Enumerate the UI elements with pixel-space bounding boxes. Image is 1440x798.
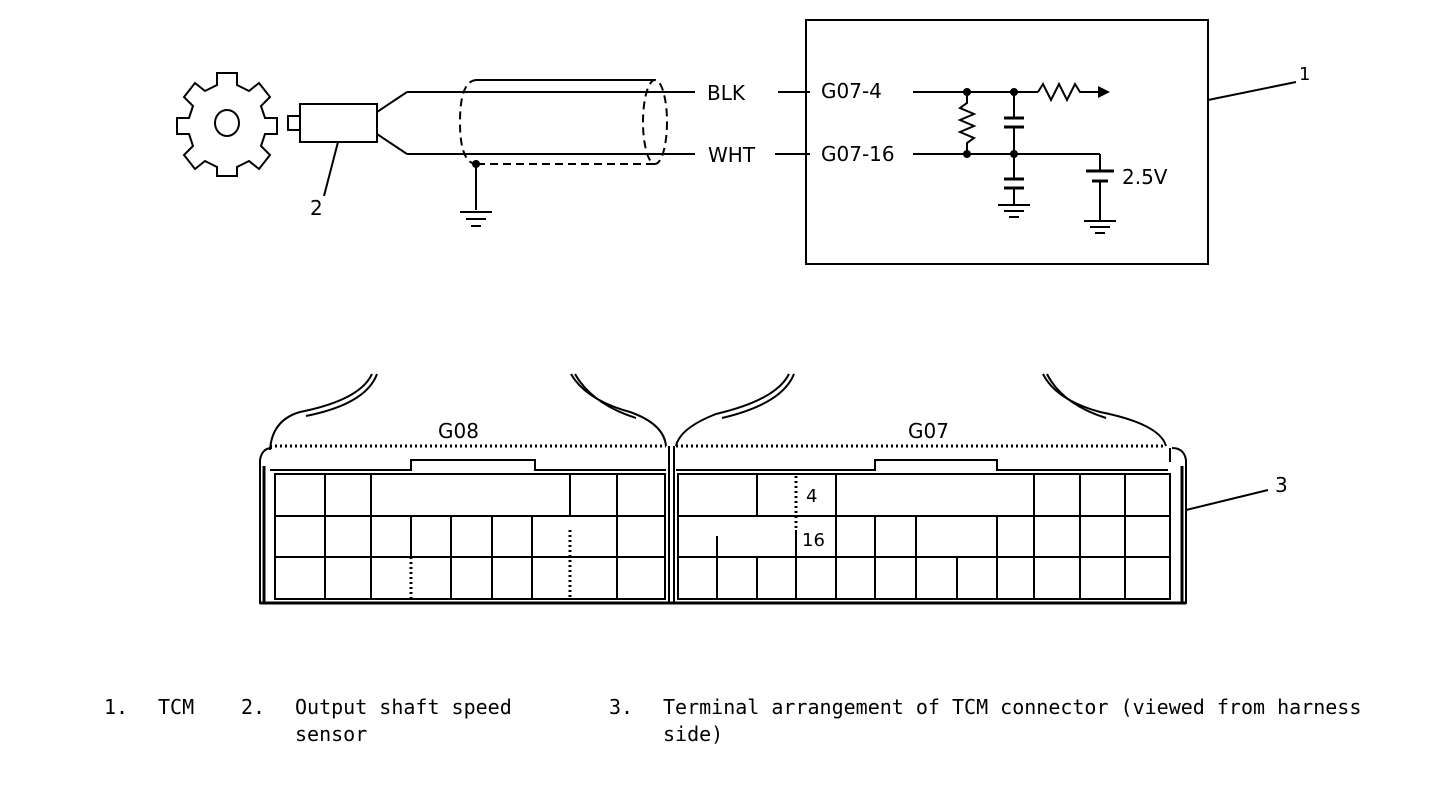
tcm-box: G07-4 G07-16 2.5V	[805, 19, 1209, 265]
wire-color-wht: WHT	[708, 143, 756, 167]
connector-g07-label: G07	[908, 419, 949, 443]
wire-shield	[458, 79, 668, 227]
callout-3: 3	[1275, 473, 1288, 497]
terminal-16-label: 16	[802, 530, 825, 551]
gear-icon	[176, 72, 278, 177]
connector-housing	[259, 446, 1187, 605]
legend: 1. TCM 2. Output shaft speed sensor 3. T…	[0, 690, 1440, 780]
legend-text-2: Output shaft speed sensor	[295, 695, 512, 746]
connector-g08-label: G08	[438, 419, 479, 443]
connector-g07: 4 16	[676, 459, 1171, 600]
legend-text-1: TCM	[158, 695, 195, 719]
legend-num-2: 2.	[241, 695, 266, 719]
terminal-4-label: 4	[806, 486, 817, 507]
reference-voltage: 2.5V	[1122, 165, 1168, 189]
connector-g08	[270, 459, 666, 600]
speed-sensor: 2	[287, 103, 378, 220]
callout-1: 1	[1299, 64, 1310, 85]
sensor-wires	[376, 91, 695, 155]
callout-2: 2	[310, 196, 323, 220]
legend-num-3: 3.	[609, 695, 634, 719]
legend-text-3: Terminal arrangement of TCM connector (v…	[663, 695, 1362, 746]
wire-color-blk: BLK	[707, 81, 746, 105]
connector-braces	[269, 373, 1167, 451]
pin-g07-4: G07-4	[821, 79, 882, 103]
legend-num-1: 1.	[104, 695, 129, 719]
pin-g07-16: G07-16	[821, 142, 895, 166]
wiring-diagram: 2 BLK WHT G07-4 G07-16	[176, 19, 1310, 605]
